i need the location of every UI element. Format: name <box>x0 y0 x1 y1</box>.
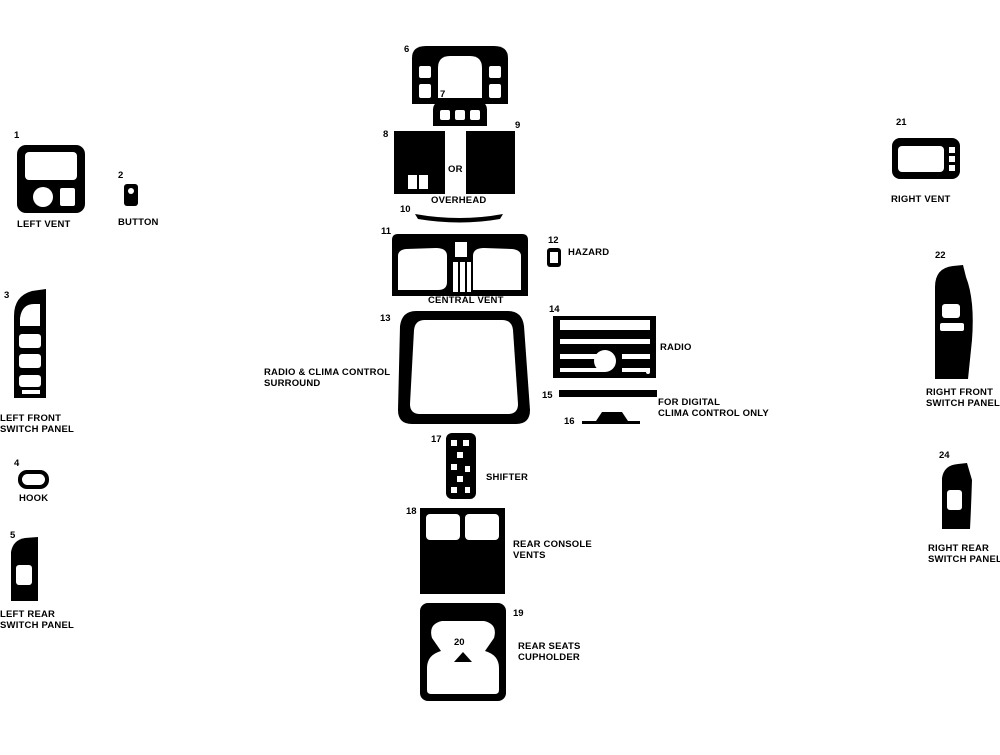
piece-8-overhead-panel <box>394 131 445 194</box>
label-digital-clima-note: FOR DIGITAL CLIMA CONTROL ONLY <box>658 397 769 419</box>
part-number-8: 8 <box>383 129 389 140</box>
piece-11-central-vent <box>392 234 528 296</box>
part-number-3: 3 <box>4 290 10 301</box>
part-number-24: 24 <box>939 450 950 461</box>
piece-6-overhead <box>412 46 508 104</box>
label-shifter: SHIFTER <box>486 472 529 483</box>
label-left-vent: LEFT VENT <box>17 219 71 230</box>
part-number-22: 22 <box>935 250 946 261</box>
label-left-front-switch-panel: LEFT FRONT SWITCH PANEL <box>0 413 74 435</box>
piece-5-left-rear-switch-panel <box>11 537 38 601</box>
piece-3-left-front-switch-panel <box>14 289 46 398</box>
piece-20-insert <box>454 652 472 662</box>
piece-10-strip <box>415 214 503 223</box>
label-left-rear-switch-panel: LEFT REAR SWITCH PANEL <box>0 609 74 631</box>
label-or: OR <box>448 164 463 175</box>
part-number-17: 17 <box>431 434 442 445</box>
label-right-front-switch-panel: RIGHT FRONT SWITCH PANEL <box>926 387 1000 409</box>
label-right-rear-switch-panel: RIGHT REAR SWITCH PANEL <box>928 543 1000 565</box>
label-rear-seats-cupholder: REAR SEATS CUPHOLDER <box>518 641 581 663</box>
label-radio-clima-surround: RADIO & CLIMA CONTROL SURROUND <box>264 367 391 389</box>
part-number-9: 9 <box>515 120 521 131</box>
piece-17-shifter <box>446 433 476 499</box>
piece-21-right-vent <box>892 138 960 179</box>
piece-2-button <box>124 184 138 206</box>
piece-22-right-front-switch-panel <box>935 265 973 379</box>
part-number-18: 18 <box>406 506 417 517</box>
label-central-vent: CENTRAL VENT <box>428 295 504 306</box>
part-number-2: 2 <box>118 170 124 181</box>
part-number-1: 1 <box>14 130 20 141</box>
label-radio: RADIO <box>660 342 692 353</box>
piece-4-hook <box>18 470 49 489</box>
piece-15-strip <box>559 390 657 397</box>
part-number-10: 10 <box>400 204 411 215</box>
piece-9-overhead-panel <box>466 131 515 194</box>
part-number-5: 5 <box>10 530 16 541</box>
part-number-4: 4 <box>14 458 20 469</box>
label-right-vent: RIGHT VENT <box>891 194 951 205</box>
piece-12-hazard <box>547 248 561 267</box>
part-number-13: 13 <box>380 313 391 324</box>
part-number-15: 15 <box>542 390 553 401</box>
label-rear-console-vents: REAR CONSOLE VENTS <box>513 539 592 561</box>
label-overhead: OVERHEAD <box>431 195 487 206</box>
label-button: BUTTON <box>118 217 159 228</box>
part-number-20: 20 <box>454 637 465 648</box>
part-number-7: 7 <box>440 89 446 100</box>
part-number-11: 11 <box>381 226 392 237</box>
label-hazard: HAZARD <box>568 247 610 258</box>
piece-16-strip <box>582 412 640 424</box>
part-number-12: 12 <box>548 235 559 246</box>
label-hook: HOOK <box>19 493 49 504</box>
part-number-14: 14 <box>549 304 560 315</box>
part-number-21: 21 <box>896 117 907 128</box>
part-number-6: 6 <box>404 44 410 55</box>
piece-14-radio <box>553 316 656 378</box>
piece-1-left-vent <box>17 145 85 213</box>
piece-13-radio-clima-surround <box>398 311 530 424</box>
piece-7-overhead-switch <box>433 102 487 126</box>
piece-18-rear-console-vents <box>420 508 505 594</box>
piece-24-right-rear-switch-panel <box>942 463 972 529</box>
part-number-19: 19 <box>513 608 524 619</box>
part-number-16: 16 <box>564 416 575 427</box>
